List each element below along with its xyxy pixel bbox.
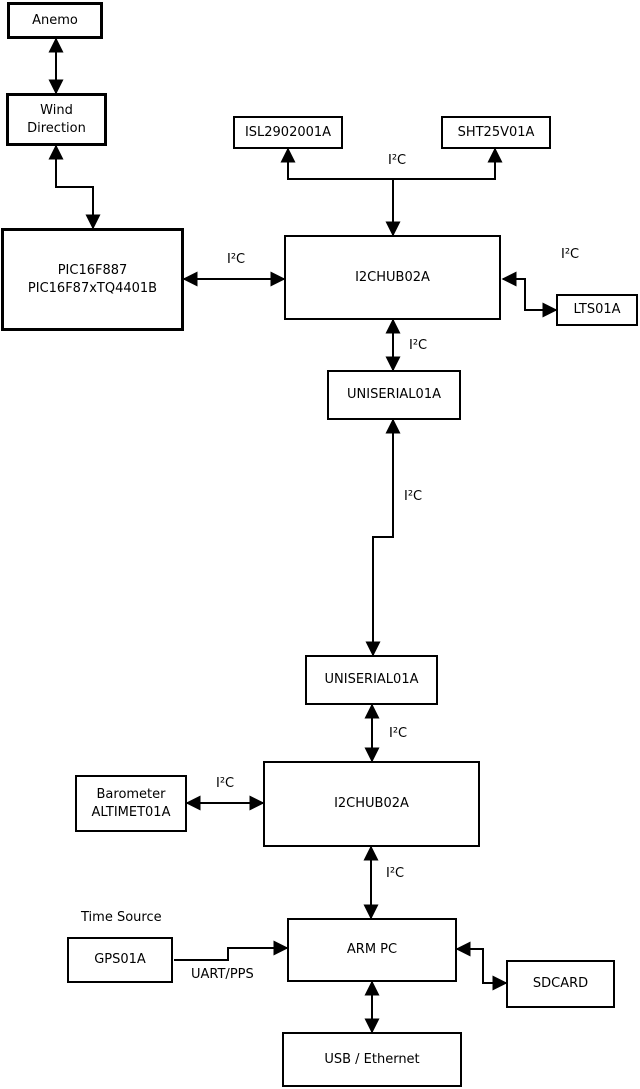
node-arm-pc: ARM PC — [287, 918, 457, 982]
edge-hub1-lts — [501, 271, 558, 318]
node-uniserial01a-upper-label: UNISERIAL01A — [347, 387, 441, 403]
node-isl2902001a: ISL2902001A — [233, 116, 343, 149]
node-uniserial01a-lower: UNISERIAL01A — [305, 655, 438, 705]
node-arm-pc-label: ARM PC — [346, 942, 398, 958]
node-i2chub02a-upper: I2CHUB02A — [284, 235, 501, 320]
edge-gps-armpc — [174, 940, 289, 961]
label-time-source: Time Source — [81, 910, 162, 925]
node-isl2902001a-label: ISL2902001A — [244, 124, 332, 140]
node-pic16f887-label: PIC16F887 PIC16F87xTQ4401B — [27, 262, 158, 296]
node-usb-ethernet-label: USB / Ethernet — [324, 1051, 420, 1067]
node-pic16f887: PIC16F887 PIC16F87xTQ4401B — [1, 228, 184, 331]
label-i2c-uniserial-link: I²C — [404, 489, 423, 504]
node-i2chub02a-upper-label: I2CHUB02A — [355, 269, 430, 285]
node-uniserial01a-upper: UNISERIAL01A — [327, 370, 461, 420]
node-sdcard-label: SDCARD — [532, 976, 589, 992]
label-i2c-hub1-sensors: I²C — [388, 153, 407, 168]
label-i2c-barometer-hub2: I²C — [216, 776, 235, 791]
label-i2c-hub2-armpc: I²C — [386, 866, 405, 881]
edge-armpc-sdcard — [455, 941, 508, 991]
node-gps01a-label: GPS01A — [94, 952, 146, 968]
node-gps01a: GPS01A — [67, 937, 173, 983]
node-barometer-altimet01a: Barometer ALTIMET01A — [75, 775, 187, 832]
edge-hub1-isl-sht-branch — [280, 147, 503, 180]
label-i2c-hub1-lts: I²C — [561, 247, 580, 262]
edge-winddirection-pic — [48, 144, 101, 230]
edge-uniserial1-uniserial2 — [365, 418, 401, 657]
node-lts01a-label: LTS01A — [573, 302, 621, 318]
node-sht25v01a-label: SHT25V01A — [457, 124, 535, 140]
node-uniserial01a-lower-label: UNISERIAL01A — [324, 672, 419, 688]
node-i2chub02a-lower-label: I2CHUB02A — [334, 796, 409, 812]
node-sht25v01a: SHT25V01A — [441, 116, 551, 149]
label-uart-pps: UART/PPS — [191, 967, 254, 982]
node-lts01a: LTS01A — [556, 294, 638, 326]
label-i2c-uniserial2-hub2: I²C — [389, 726, 408, 741]
node-anemo-label: Anemo — [32, 12, 78, 28]
label-i2c-hub1-uniserial1: I²C — [409, 338, 428, 353]
node-i2chub02a-lower: I2CHUB02A — [263, 761, 480, 847]
node-wind-direction: Wind Direction — [6, 93, 107, 146]
node-barometer-altimet01a-label: Barometer ALTIMET01A — [91, 786, 171, 820]
node-usb-ethernet: USB / Ethernet — [282, 1032, 462, 1087]
node-sdcard: SDCARD — [506, 960, 615, 1008]
label-i2c-pic-hub1: I²C — [227, 252, 246, 267]
node-anemo: Anemo — [7, 2, 103, 39]
node-wind-direction-label: Wind Direction — [27, 102, 86, 136]
